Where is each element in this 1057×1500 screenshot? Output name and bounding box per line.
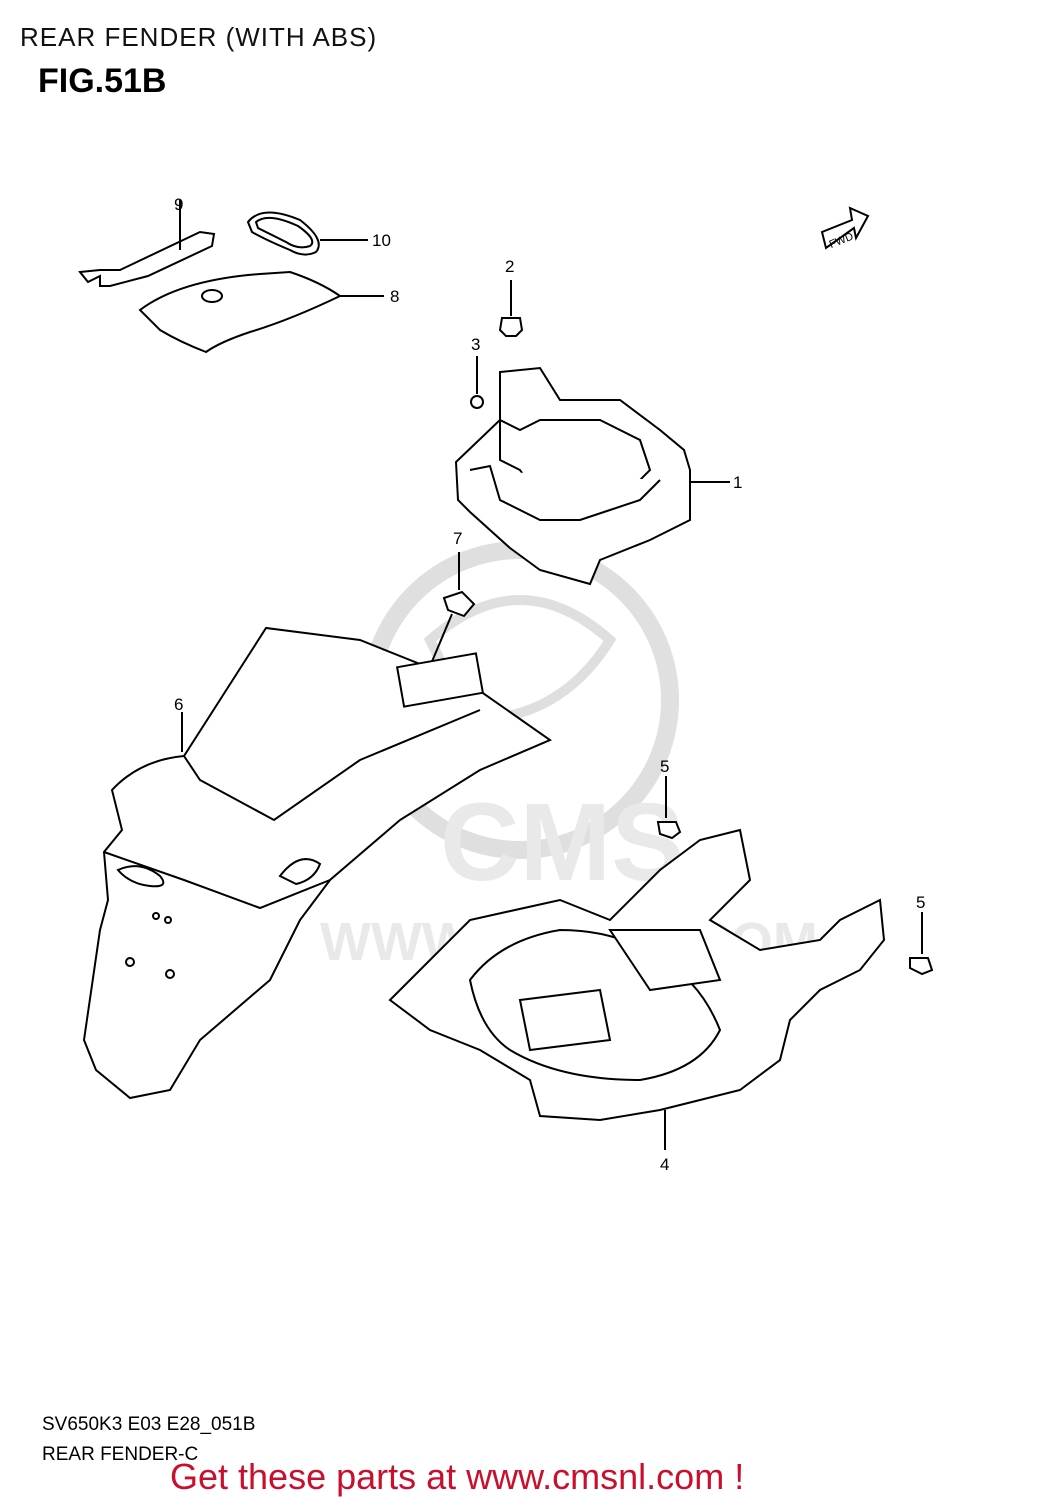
callout-7: 7 (453, 529, 462, 548)
part-6-rear-fender (82, 626, 553, 1100)
part-8-bag (138, 270, 384, 354)
page-title: REAR FENDER (WITH ABS) (20, 22, 378, 52)
part-1-battery-holder (454, 366, 730, 586)
callout-3: 3 (471, 335, 480, 354)
callout-5-upper: 5 (660, 757, 669, 776)
callout-10: 10 (372, 231, 391, 250)
part-10-band (246, 211, 368, 256)
callout-1: 1 (733, 473, 742, 492)
callout-4: 4 (660, 1155, 669, 1174)
callout-8: 8 (390, 287, 399, 306)
model-code: SV650K3 E03 E28_051B (42, 1414, 256, 1435)
callout-6: 6 (174, 695, 183, 714)
part-5-bolt-right (909, 912, 934, 976)
part-2-bolt (498, 280, 524, 337)
fwd-arrow-icon: FWD (820, 206, 870, 251)
part-3-bolt (470, 356, 484, 409)
part-5-bolt-upper (656, 776, 682, 840)
diagram-subtitle: REAR FENDER-C (42, 1444, 199, 1465)
part-4-inner-fender (388, 828, 886, 1150)
cmsnl-parts-link[interactable]: Get these parts at www.cmsnl.com ! (170, 1456, 745, 1497)
callout-5-right: 5 (916, 893, 925, 912)
part-9-strap (78, 200, 216, 287)
callout-2: 2 (505, 257, 514, 276)
svg-text:CMS: CMS (440, 781, 684, 904)
callout-9: 9 (174, 195, 183, 214)
figure-label: FIG.51B (38, 62, 167, 100)
